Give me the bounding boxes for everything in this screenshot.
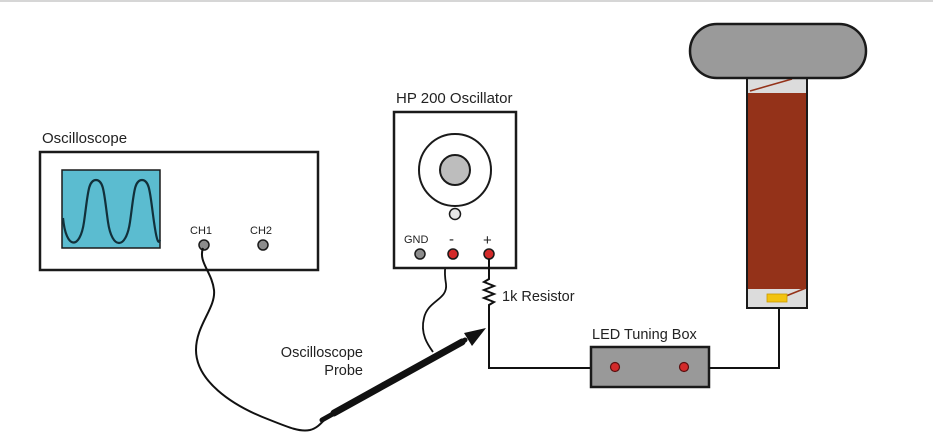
tesla-coil <box>688 22 868 309</box>
oscilloscope-label: Oscilloscope <box>42 130 127 147</box>
probe-ground-lead <box>422 254 454 353</box>
probe-label-line1: Oscilloscope <box>281 345 363 361</box>
probe-grip <box>330 338 466 417</box>
led-to-coil-wire <box>709 298 780 369</box>
hp200-oscillator: HP 200 Oscillator GND - + <box>392 90 518 270</box>
led-box-body <box>589 345 711 389</box>
top-lead-wire <box>749 78 793 92</box>
led-indicator-1 <box>609 361 621 373</box>
resistor-circuit: 1k Resistor <box>481 259 591 369</box>
plus-terminal-label: + <box>483 232 492 249</box>
ch2-input-jack[interactable] <box>257 239 269 251</box>
led-box-label: LED Tuning Box <box>592 327 698 343</box>
probe-tip-arrow-icon <box>464 328 486 346</box>
oscilloscope-probe[interactable] <box>319 328 486 423</box>
gnd-terminal[interactable] <box>414 248 426 260</box>
gnd-terminal-label: GND <box>404 234 429 246</box>
coil-winding <box>748 93 806 289</box>
resistor-symbol <box>481 259 591 369</box>
probe-label-line2: Probe <box>324 363 363 379</box>
sine-wave-trace <box>61 178 162 244</box>
dial-pointer-knob[interactable] <box>448 207 462 221</box>
ch2-label: CH2 <box>250 225 272 237</box>
oscilloscope: Oscilloscope CH1 CH2 <box>38 130 320 272</box>
coil-tap-connector <box>766 293 788 303</box>
resistor-label: 1k Resistor <box>502 289 575 305</box>
ch1-label: CH1 <box>190 225 212 237</box>
oscillator-label: HP 200 Oscillator <box>396 90 512 107</box>
probe-cable <box>194 247 329 432</box>
plus-terminal[interactable] <box>483 248 495 260</box>
top-border-rule <box>0 0 933 2</box>
frequency-knob[interactable] <box>439 154 471 186</box>
top-load-toroid <box>688 22 868 80</box>
minus-terminal-label: - <box>449 231 454 248</box>
bottom-lead-wire <box>785 287 807 297</box>
ch1-input-jack[interactable] <box>198 239 210 251</box>
led-indicator-2 <box>678 361 690 373</box>
minus-terminal[interactable] <box>447 248 459 260</box>
led-tuning-box: LED Tuning Box <box>589 298 780 389</box>
